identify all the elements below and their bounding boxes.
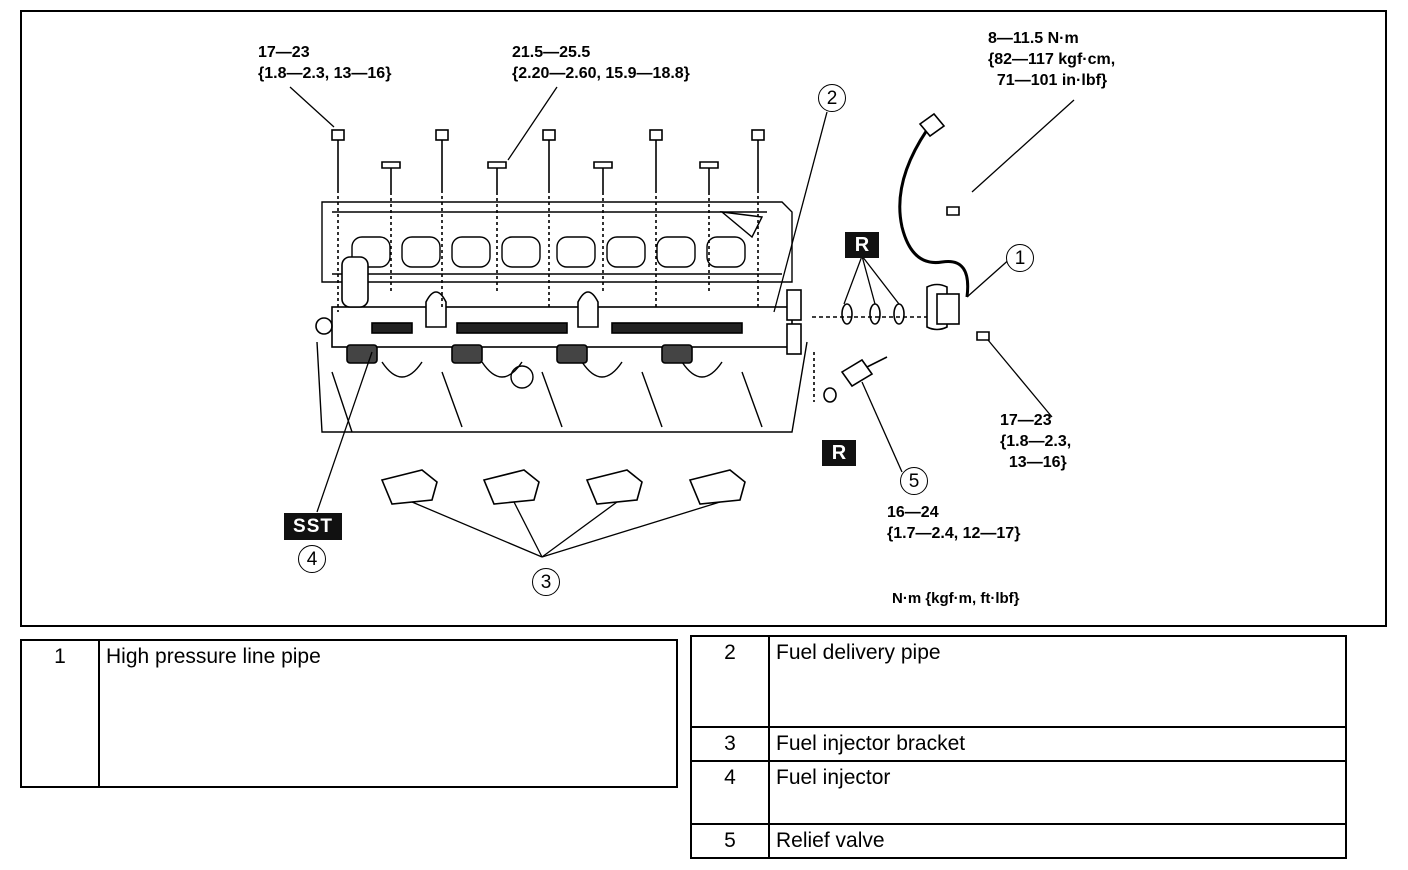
table-row: 4 Fuel injector xyxy=(690,760,1347,825)
replace-mark-relief-valve: R xyxy=(822,440,856,466)
replace-mark-o-rings: R xyxy=(845,232,879,258)
part-number: 2 xyxy=(690,635,770,728)
bolts-long xyxy=(331,129,765,312)
part-name: Fuel injector xyxy=(768,760,1347,825)
part-name: Fuel injector bracket xyxy=(768,726,1347,762)
cylinder-head xyxy=(316,201,808,433)
table-row: 5 Relief valve xyxy=(690,823,1347,859)
callout-5: 5 xyxy=(900,467,928,495)
torque-spec-relief-valve: 16—24 {1.7—2.4, 12—17} xyxy=(887,504,1021,542)
part-number: 4 xyxy=(690,760,770,825)
torque-spec-pipe-lower-bolt: 17—23 {1.8—2.3, 13—16} xyxy=(1000,412,1072,471)
part-number: 1 xyxy=(20,639,100,788)
unit-note: N·m {kgf·m, ft·lbf} xyxy=(892,590,1020,607)
leader-lines xyxy=(289,86,1075,558)
part-number: 5 xyxy=(690,823,770,859)
relief-valve xyxy=(813,352,888,402)
o-rings xyxy=(812,303,927,403)
table-row: 2 Fuel delivery pipe xyxy=(690,635,1347,728)
torque-spec-bolt-long: 17—23 {1.8—2.3, 13—16} xyxy=(258,44,392,82)
callout-3: 3 xyxy=(532,568,560,596)
high-pressure-line-pipe xyxy=(898,112,990,341)
table-row: 3 Fuel injector bracket xyxy=(690,726,1347,762)
callout-4: 4 xyxy=(298,545,326,573)
part-name: Fuel delivery pipe xyxy=(768,635,1347,728)
parts-table-left: 1 High pressure line pipe xyxy=(20,639,678,788)
sst-mark: SST xyxy=(284,513,342,540)
fuel-delivery-pipe xyxy=(315,256,802,355)
diagram-frame: 17—23 {1.8—2.3, 13—16} 21.5—25.5 {2.20—2… xyxy=(20,10,1387,627)
table-row: 1 High pressure line pipe xyxy=(20,639,678,788)
parts-table-right: 2 Fuel delivery pipe 3 Fuel injector bra… xyxy=(690,635,1347,859)
callout-1: 1 xyxy=(1006,244,1034,272)
bolts-short xyxy=(381,161,719,292)
fuel-injectors xyxy=(346,344,693,364)
exploded-view-drawing xyxy=(289,86,1075,558)
torque-spec-pipe-bolt: 8—11.5 N·m {82—117 kgf·cm, 71—101 in·lbf… xyxy=(988,30,1116,89)
injector-brackets xyxy=(380,469,746,505)
part-number: 3 xyxy=(690,726,770,762)
part-name: Relief valve xyxy=(768,823,1347,859)
part-name: High pressure line pipe xyxy=(98,639,678,788)
torque-spec-bolt-short: 21.5—25.5 {2.20—2.60, 15.9—18.8} xyxy=(512,44,690,82)
callout-2: 2 xyxy=(818,84,846,112)
